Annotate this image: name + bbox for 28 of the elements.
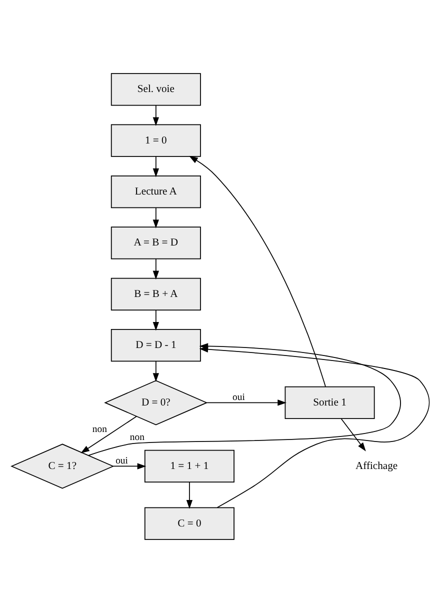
node-text: Affichage xyxy=(355,460,398,472)
node-diamond: D = 0? xyxy=(104,380,208,425)
arrow xyxy=(152,104,160,126)
edge-label: non xyxy=(130,431,144,442)
arrow xyxy=(80,415,137,453)
arrow xyxy=(152,360,160,382)
arrow xyxy=(199,346,430,508)
edge-label: oui xyxy=(116,454,128,466)
arrow xyxy=(152,258,160,280)
arrow xyxy=(340,418,366,451)
edge-label: oui xyxy=(232,391,245,402)
node-box: Sortie 1 xyxy=(284,386,375,419)
arrow xyxy=(112,462,146,469)
arrow xyxy=(186,481,193,508)
arrow xyxy=(152,206,160,228)
node-box: Sel. voie xyxy=(110,72,201,106)
arrow xyxy=(206,399,286,406)
edge-label: non xyxy=(92,423,107,434)
node-box: Lecture A xyxy=(110,174,201,208)
arrow xyxy=(152,309,160,330)
node-box: C = 0 xyxy=(144,506,234,540)
node-box: 1 = 0 xyxy=(110,124,201,156)
arrow xyxy=(189,155,326,386)
node-box: 1 = 1 + 1 xyxy=(144,449,234,482)
node-box: A = B = D xyxy=(110,226,201,259)
node-box: D = D - 1 xyxy=(110,328,201,362)
node-box: B = B + A xyxy=(110,277,201,310)
arrow xyxy=(152,156,160,177)
